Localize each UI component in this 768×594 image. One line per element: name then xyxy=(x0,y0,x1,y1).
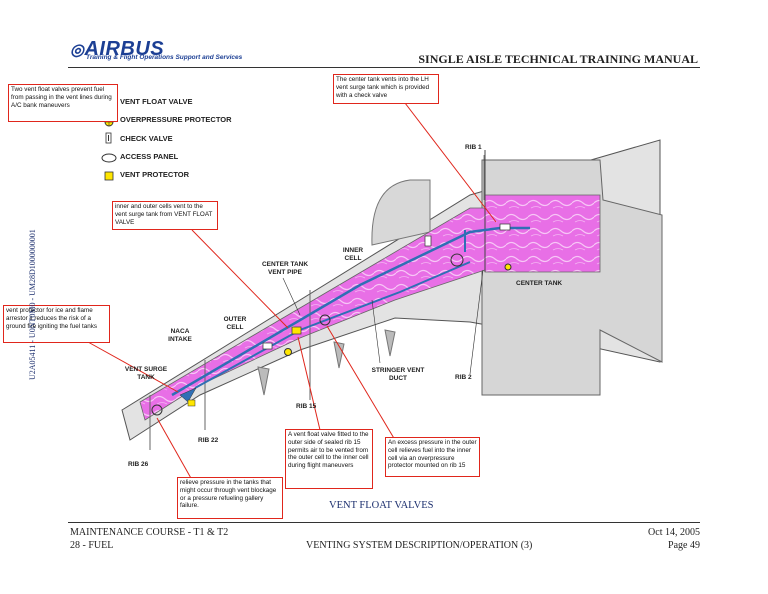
label-inner-cell: INNER CELL xyxy=(342,247,364,262)
legend-item-vent-protector: VENT PROTECTOR xyxy=(120,170,190,179)
airbus-logo-mark: ◎ xyxy=(70,42,85,59)
legend-item-access-panel: ACCESS PANEL xyxy=(120,152,179,161)
annotation-arrow xyxy=(156,417,193,481)
check-valve-icon xyxy=(424,235,432,247)
overpressure-protector-icon xyxy=(319,314,331,326)
overpressure-protector-icon xyxy=(504,263,512,271)
footer-course: MAINTENANCE COURSE - T1 & T2 xyxy=(70,527,229,538)
label-rib-22: RIB 22 xyxy=(198,437,219,444)
engine-pylon xyxy=(371,179,431,246)
legend-icon-check-valve xyxy=(105,131,113,149)
airbus-logo: ◎AIRBUS xyxy=(70,38,164,61)
document-reference: U2A05411 - U0NT0M0 - UM28D1000000001 xyxy=(28,229,37,380)
annotation-arrow xyxy=(191,229,289,329)
brand-name: AIRBUS xyxy=(84,38,165,60)
figure-caption: VENT FLOAT VALVES xyxy=(329,500,434,511)
header-rule xyxy=(68,67,700,68)
note-relieve-pressure: relieve pressure in the tanks that might… xyxy=(177,477,283,519)
note-center-tank-vents: The center tank vents into the LH vent s… xyxy=(333,74,439,104)
center-tank xyxy=(484,194,601,273)
label-rib-1: RIB 1 xyxy=(465,144,482,151)
overpressure-protector-icon xyxy=(284,348,292,356)
annotation-arrow xyxy=(326,325,396,441)
access-panel-icon xyxy=(450,253,464,267)
label-outer-cell: OUTER CELL xyxy=(223,316,247,331)
legend-item-check-valve: CHECK VALVE xyxy=(120,134,173,143)
footer-page: Page 49 xyxy=(668,540,700,551)
label-rib-26: RIB 26 xyxy=(128,461,149,468)
note-excess-pressure: An excess pressure in the outer cell rel… xyxy=(385,437,480,477)
legend-icon-access-panel xyxy=(101,150,117,168)
label-rib-15: RIB 15 xyxy=(296,403,317,410)
label-naca-intake: NACA INTAKE xyxy=(168,328,192,343)
label-center-tank-vent-pipe: CENTER TANK VENT PIPE xyxy=(261,261,309,276)
naca-intake-icon xyxy=(179,387,197,403)
leader-line xyxy=(282,277,301,316)
legend-item-vent-float-valve: VENT FLOAT VALVE xyxy=(120,97,193,106)
note-cells-vent: inner and outer cells vent to the vent s… xyxy=(112,201,218,230)
flap-hinge xyxy=(333,341,345,369)
note-vent-protector: vent protector for ice and flame arresto… xyxy=(3,305,110,343)
legend-icon-vent-protector xyxy=(104,168,114,186)
annotation-arrow xyxy=(87,341,179,393)
label-vent-surge-tank: VENT SURGE TANK xyxy=(124,366,168,381)
label-stringer-vent-duct: STRINGER VENT DUCT xyxy=(371,367,425,382)
flap-hinge xyxy=(384,329,396,357)
flap-hinge xyxy=(257,366,270,396)
footer-date: Oct 14, 2005 xyxy=(648,527,700,538)
leader-line xyxy=(469,269,484,375)
label-rib-2: RIB 2 xyxy=(455,374,472,381)
vent-float-valve-icon xyxy=(262,342,273,350)
vent-float-valve-icon xyxy=(291,326,302,335)
check-valve-icon xyxy=(499,223,511,231)
label-center-tank: CENTER TANK xyxy=(516,280,563,287)
note-float-valve-rib15: A vent float valve fitted to the outer s… xyxy=(285,429,373,489)
vent-protector-icon xyxy=(187,399,196,407)
manual-title: SINGLE AISLE TECHNICAL TRAINING MANUAL xyxy=(418,52,698,66)
annotation-arrow xyxy=(297,336,321,431)
footer-rule xyxy=(68,522,700,523)
note-float-valves-prevent: Two vent float valves prevent fuel from … xyxy=(8,84,118,122)
annotation-arrow xyxy=(404,102,497,223)
overpressure-protector-icon xyxy=(151,404,163,416)
footer-chapter: 28 - FUEL xyxy=(70,540,114,551)
vent-line xyxy=(194,261,471,389)
brand-subtitle: Training & Flight Operations Support and… xyxy=(86,54,243,61)
leader-line xyxy=(371,299,381,364)
legend-item-overpressure-protector: OVERPRESSURE PROTECTOR xyxy=(120,115,232,124)
footer-section: VENTING SYSTEM DESCRIPTION/OPERATION (3) xyxy=(306,540,533,551)
